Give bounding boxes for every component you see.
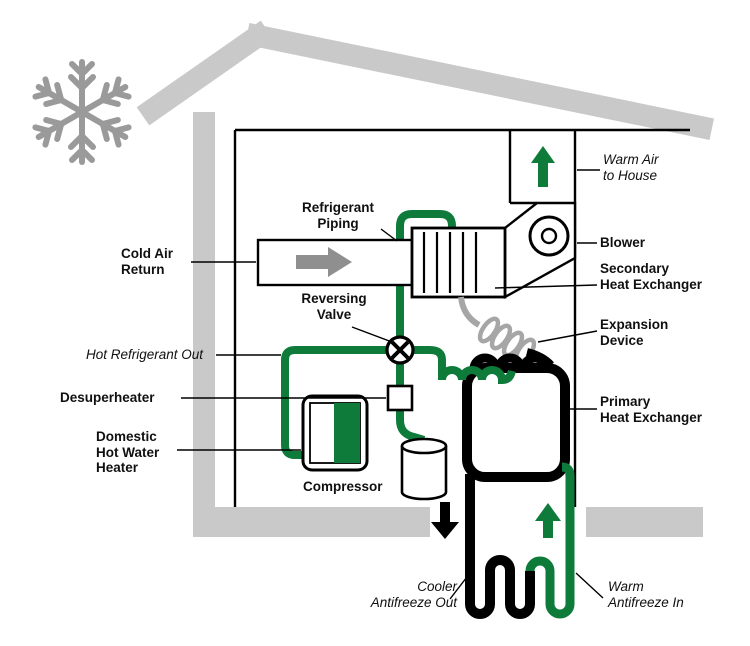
label-blower: Blower bbox=[600, 235, 646, 250]
label-secondary-heat-exchanger: Secondary Heat Exchanger bbox=[600, 261, 703, 292]
antifreeze-out-pipe-coil bbox=[465, 474, 535, 619]
floor-right bbox=[586, 507, 703, 537]
water-heater-tank bbox=[301, 394, 369, 472]
roof-left-slope bbox=[136, 20, 274, 126]
label-reversing-valve: Reversing Valve bbox=[301, 291, 367, 322]
hot-water-level bbox=[334, 403, 360, 463]
leader-lines bbox=[177, 169, 604, 600]
hot-refrigerant-pipe-to-water-heater bbox=[281, 346, 390, 459]
label-refrigerant-piping: Refrigerant Piping bbox=[301, 200, 374, 231]
blower-wheel-icon bbox=[528, 215, 570, 257]
leader-refrigerant-piping bbox=[380, 228, 398, 242]
label-domestic-hot-water-heater: Domestic Hot Water Heater bbox=[96, 429, 160, 475]
antifreeze-in-arrow-icon bbox=[535, 503, 561, 538]
label-compressor: Compressor bbox=[303, 479, 383, 494]
leader-reversing-valve bbox=[351, 326, 393, 343]
label-desuperheater: Desuperheater bbox=[60, 390, 155, 405]
compressor-unit bbox=[400, 437, 448, 501]
cold-air-arrow-icon bbox=[296, 255, 328, 269]
desuperheater-unit bbox=[386, 384, 414, 412]
label-cold-air-return: Cold Air Return bbox=[121, 246, 173, 277]
floor-left bbox=[215, 507, 430, 537]
primary-hx-coil-turns bbox=[469, 353, 551, 370]
leader-cooler-antifreeze bbox=[449, 572, 471, 600]
house-structure bbox=[136, 20, 714, 537]
snowflake-icon bbox=[32, 59, 132, 165]
label-cooler-antifreeze-out: Cooler Antifreeze Out bbox=[370, 579, 457, 610]
leader-expansion-device bbox=[537, 330, 598, 343]
label-warm-air-to-house: Warm Air to House bbox=[603, 152, 659, 183]
label-warm-antifreeze-in: Warm Antifreeze In bbox=[608, 579, 684, 610]
secondary-heat-exchanger bbox=[410, 226, 507, 299]
primary-heat-exchanger-loop bbox=[462, 353, 570, 482]
label-primary-heat-exchanger: Primary Heat Exchanger bbox=[600, 394, 703, 425]
roof-right-slope bbox=[245, 23, 714, 140]
cold-air-return-duct bbox=[256, 238, 414, 287]
cold-air-arrow-head-icon bbox=[328, 247, 352, 277]
label-expansion-device: Expansion Device bbox=[600, 317, 669, 348]
antifreeze-out-arrow-icon bbox=[431, 502, 459, 539]
left-wall bbox=[193, 112, 215, 537]
leader-secondary-hx bbox=[494, 284, 598, 289]
refrigerant-pipe-to-secondary-hx bbox=[396, 210, 456, 340]
refrigerant-pipe-to-primary-hx bbox=[410, 346, 516, 385]
refrigerant-pipe-to-compressor bbox=[396, 360, 426, 444]
leader-warm-antifreeze bbox=[575, 572, 604, 599]
reversing-valve-symbol bbox=[385, 335, 415, 365]
warm-air-arrow-icon bbox=[531, 146, 555, 187]
label-hot-refrigerant-out: Hot Refrigerant Out bbox=[86, 347, 204, 362]
equipment-room-outline bbox=[233, 128, 690, 507]
antifreeze-in-pipe-coil bbox=[525, 462, 575, 619]
